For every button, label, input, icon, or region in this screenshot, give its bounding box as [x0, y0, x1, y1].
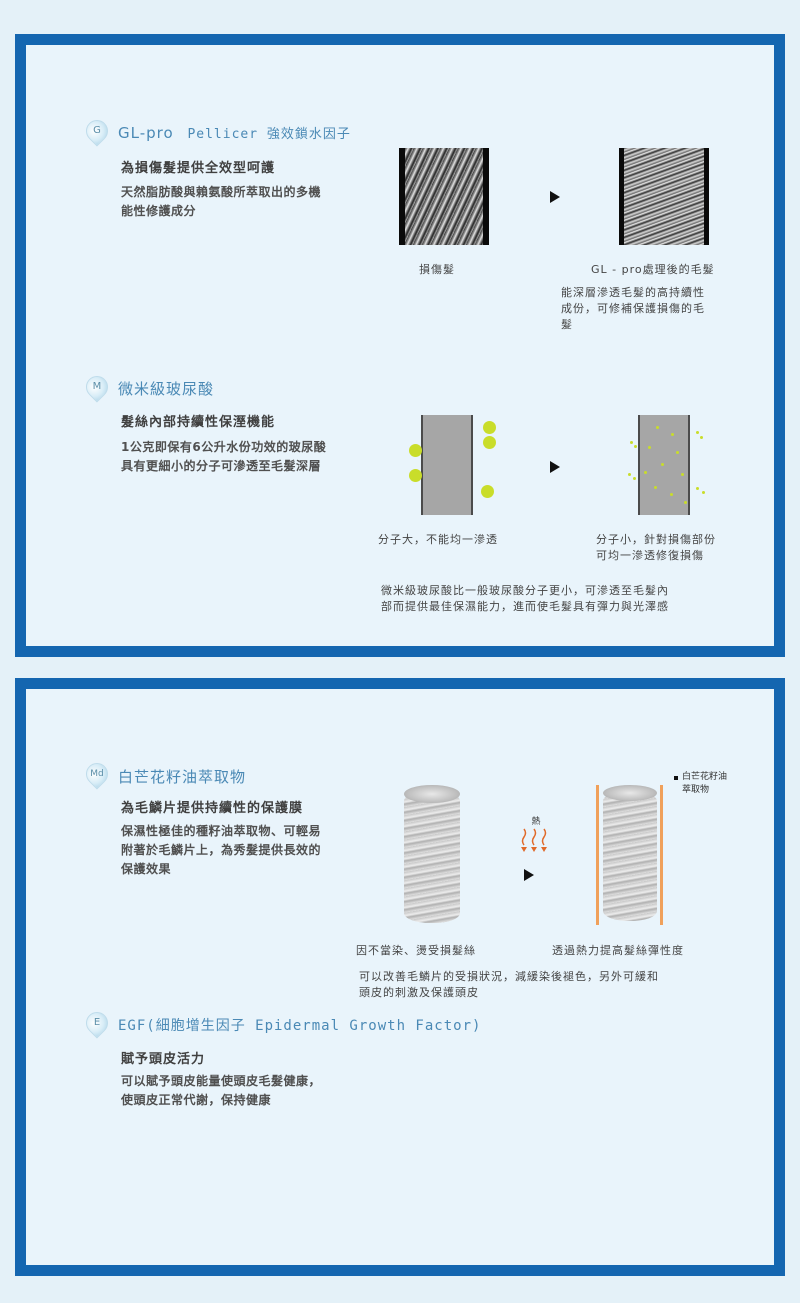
small-caption-line-2: 可均一滲透修復損傷	[596, 549, 704, 562]
egf-badge-letter: E	[93, 1017, 101, 1028]
gl-pro-title-a: GL-pro	[118, 124, 174, 142]
panel-top: G GL-pro Pellicer 強效鎖水因子 為損傷髮提供全效型呵護 天然脂…	[15, 34, 785, 657]
hyaluronic-desc-line-2: 具有更細小的分子可滲透至毛髮深層	[121, 459, 322, 473]
small-caption-line-1: 分子小，針對損傷部份	[596, 533, 716, 546]
oil-legend: 白芒花籽油 萃取物	[674, 771, 727, 797]
treated-hair-image	[619, 148, 709, 245]
meadowfoam-desc-line-1: 保濕性極佳的種籽油萃取物、可輕易	[121, 824, 322, 838]
hyaluronic-badge-letter: M	[92, 381, 102, 392]
treated-desc-line-1: 能深層滲透毛髮的高持續性	[561, 286, 705, 299]
small-molecule-caption: 分子小，針對損傷部份 可均一滲透修復損傷	[596, 532, 716, 564]
gl-pro-desc-line-2: 能性修護成分	[121, 204, 197, 218]
large-molecule-caption: 分子大，不能均一滲透	[378, 533, 498, 546]
meadowfoam-subtitle: 為毛鱗片提供持續性的保護膜	[121, 801, 304, 816]
hyaluronic-note: 微米級玻尿酸比一般玻尿酸分子更小，可滲透至毛髮內 部而提供最佳保濕能力，進而使毛…	[381, 583, 761, 615]
cylinder-top	[603, 785, 657, 801]
treated-hair-caption: GL - pro處理後的毛髮	[591, 263, 715, 276]
molecule	[409, 444, 422, 457]
egf-subtitle: 賦予頭皮活力	[121, 1052, 206, 1067]
damaged-strand-caption: 因不當染、燙受損髮絲	[356, 944, 476, 957]
oil-layer-right	[660, 785, 663, 925]
gl-pro-badge: G	[81, 115, 113, 147]
heat-waves-icon	[521, 828, 547, 852]
meadowfoam-note-line-2: 頭皮的刺激及保護頭皮	[359, 986, 479, 999]
cylinder-body	[404, 791, 460, 923]
hyaluronic-badge: M	[81, 371, 113, 403]
meadowfoam-note: 可以改善毛鱗片的受損狀況，減緩染後褪色，另外可緩和 頭皮的刺激及保護頭皮	[359, 969, 759, 1001]
egf-title: EGF(細胞增生因子 Epidermal Growth Factor)	[118, 1018, 482, 1034]
egf-description: 可以賦予頭皮能量使頭皮毛髮健康， 使頭皮正常代謝，保持健康	[121, 1072, 421, 1110]
molecule	[409, 469, 422, 482]
hyaluronic-note-line-2: 部而提供最佳保濕能力，進而使毛髮具有彈力與光澤感	[381, 600, 669, 613]
hyaluronic-subtitle: 髮絲內部持續性保溼機能	[121, 415, 276, 430]
heat-label: 熱	[531, 817, 541, 827]
large-molecule-diagram	[401, 411, 501, 521]
meadowfoam-badge-letter: Md	[90, 769, 104, 779]
treated-desc-line-3: 髮	[561, 318, 573, 331]
arrow-right-icon	[550, 191, 560, 203]
damaged-strand-cylinder	[404, 785, 462, 927]
gl-pro-desc-line-1: 天然脂肪酸與賴氨酸所萃取出的多機	[121, 185, 322, 199]
molecule	[483, 421, 496, 434]
treated-desc-line-2: 成份，可修補保護損傷的毛	[561, 302, 705, 315]
small-molecule-diagram	[626, 411, 726, 521]
hyaluronic-desc-line-1: 1公克即保有6公升水份功效的玻尿酸	[121, 440, 327, 454]
gl-pro-title-b: Pellicer 強效鎖水因子	[187, 127, 351, 142]
heat-indicator: 熱	[516, 814, 556, 859]
meadowfoam-description: 保濕性極佳的種籽油萃取物、可輕易 附著於毛鱗片上，為秀髮提供長效的 保護效果	[121, 822, 401, 879]
molecule	[481, 485, 494, 498]
hyaluronic-note-line-1: 微米級玻尿酸比一般玻尿酸分子更小，可滲透至毛髮內	[381, 584, 669, 597]
gl-pro-subtitle: 為損傷髮提供全效型呵護	[121, 161, 276, 176]
legend-marker-icon	[674, 775, 678, 780]
arrow-right-icon	[550, 461, 560, 473]
hyaluronic-title: 微米級玻尿酸	[118, 380, 215, 398]
gl-pro-title: GL-pro Pellicer 強效鎖水因子	[118, 123, 351, 142]
arrow-right-icon	[524, 869, 534, 881]
egf-badge: E	[81, 1007, 113, 1039]
protected-strand-cylinder	[594, 781, 666, 929]
hair-strand-right	[638, 415, 690, 515]
cylinder-top	[404, 785, 460, 803]
damaged-hair-image	[399, 148, 489, 245]
treated-hair-description: 能深層滲透毛髮的高持續性 成份，可修補保護損傷的毛 髮	[561, 285, 761, 333]
meadowfoam-desc-line-3: 保護效果	[121, 862, 172, 876]
gl-pro-description: 天然脂肪酸與賴氨酸所萃取出的多機 能性修護成分	[121, 183, 401, 221]
damaged-hair-caption: 損傷髮	[419, 263, 455, 276]
molecule	[483, 436, 496, 449]
hair-strand-left	[421, 415, 473, 515]
legend-line-2: 萃取物	[682, 785, 710, 795]
panel-bottom: Md 白芒花籽油萃取物 為毛鱗片提供持續性的保護膜 保濕性極佳的種籽油萃取物、可…	[15, 678, 785, 1276]
oil-layer-left	[596, 785, 599, 925]
egf-desc-line-2: 使頭皮正常代謝，保持健康	[121, 1093, 272, 1107]
meadowfoam-title: 白芒花籽油萃取物	[118, 768, 247, 786]
gl-pro-badge-letter: G	[93, 125, 101, 136]
egf-desc-line-1: 可以賦予頭皮能量使頭皮毛髮健康，	[121, 1074, 322, 1088]
cylinder-body	[603, 791, 657, 921]
meadowfoam-desc-line-2: 附著於毛鱗片上，為秀髮提供長效的	[121, 843, 322, 857]
hyaluronic-description: 1公克即保有6公升水份功效的玻尿酸 具有更細小的分子可滲透至毛髮深層	[121, 438, 401, 476]
meadowfoam-note-line-1: 可以改善毛鱗片的受損狀況，減緩染後褪色，另外可緩和	[359, 970, 659, 983]
protected-strand-caption: 透過熱力提高髮絲彈性度	[552, 944, 684, 957]
legend-line-1: 白芒花籽油	[682, 772, 728, 782]
meadowfoam-badge: Md	[81, 758, 113, 790]
